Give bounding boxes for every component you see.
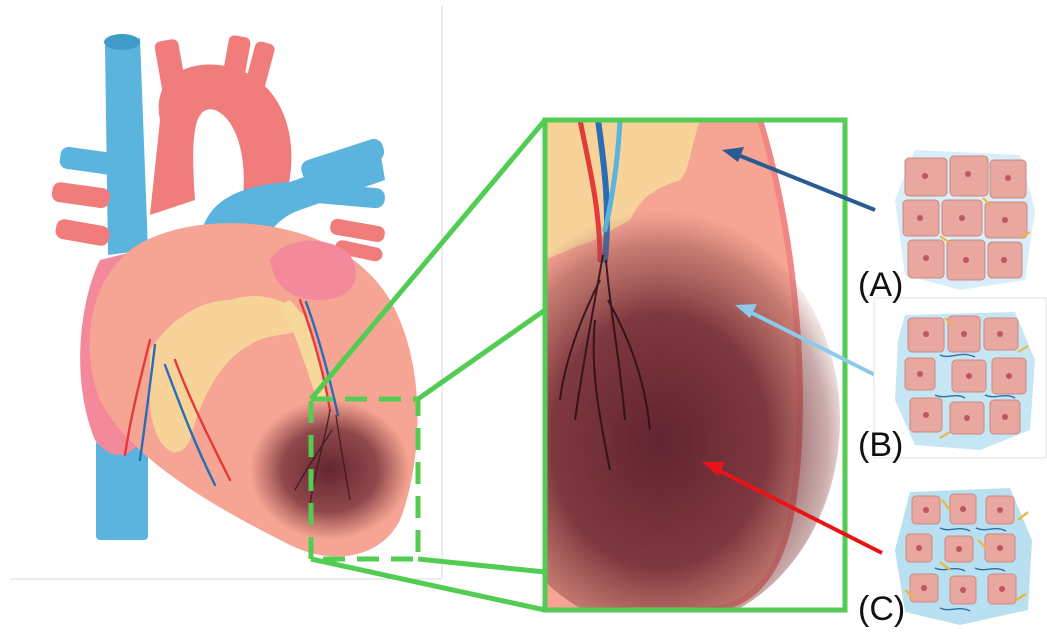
- tissue-sample-c: [895, 488, 1032, 625]
- zoom-panel: [480, 120, 845, 630]
- heart-illustration: [51, 34, 418, 556]
- tissue-sample-a: [895, 150, 1035, 290]
- label-b: (B): [858, 428, 903, 462]
- superior-vena-cava: [105, 38, 148, 255]
- zoomed-infarct-region: [480, 210, 840, 630]
- tissue-sample-b: [895, 312, 1035, 450]
- label-a: (A): [858, 268, 903, 302]
- infarct-region: [250, 400, 410, 540]
- label-c: (C): [858, 592, 905, 626]
